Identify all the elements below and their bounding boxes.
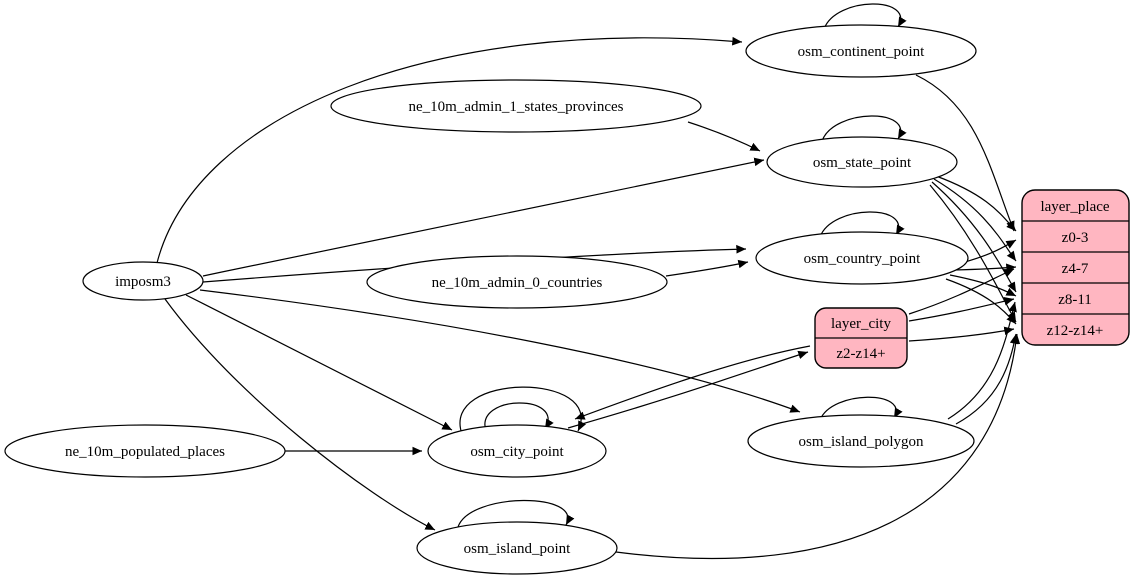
selfloop-osm_country_point (819, 211, 905, 238)
edge-osm_country_point-layer_place-z12-z14 (945, 278, 1017, 325)
layer_place-row-z0-3: z0-3 (1062, 230, 1089, 246)
edge-layer_city-layer_place-z4-7 (908, 268, 1015, 315)
node-osm_island_polygon: osm_island_polygon (747, 414, 975, 468)
ne_10m_admin_1_states_provinces-label: ne_10m_admin_1_states_provinces (409, 99, 624, 115)
osm_country_point-shape (755, 231, 969, 285)
osm_island_polygon-label: osm_island_polygon (798, 434, 924, 450)
record-layer_city: layer_city z2-z14+ (814, 307, 908, 369)
edge-imposm3-osm_city_point (185, 294, 453, 431)
edge-osm_state_point-layer_place-z0-3 (935, 175, 1017, 232)
osm_island_polygon-shape (747, 414, 975, 468)
edge-imposm3-osm_island_point (164, 298, 436, 531)
record-layer_place: layer_place z0-3 z4-7 z8-11 z12-z14+ (1021, 189, 1130, 346)
osm_island_point-shape (416, 521, 618, 575)
ne_10m_populated_places-label: ne_10m_populated_places (65, 444, 225, 460)
edge-layer_city-layer_place-z12-z14 (908, 326, 1015, 342)
osm_city_point-label: osm_city_point (470, 444, 564, 460)
edge-imposm3-osm_island_polygon (199, 289, 801, 413)
ne_10m_admin_0_countries-label: ne_10m_admin_0_countries (432, 275, 603, 291)
edge-ne_10m_admin_1_states_provinces-osm_state_point (687, 121, 761, 152)
edge-osm_city_point-layer_city-z2-z14 (567, 350, 809, 429)
edge-layer_city-osm_city_point (574, 345, 811, 420)
edges-layer (156, 3, 1021, 559)
selfloop-osm_city_point-outer (459, 386, 587, 435)
edge-osm_island_polygon-layer_place-z12-z14 (955, 333, 1019, 425)
layer_place-title: layer_place (1040, 199, 1109, 215)
selfloop-osm_continent_point (823, 3, 907, 30)
osm_country_point-label: osm_country_point (804, 251, 921, 267)
node-ne_10m_admin_0_countries: ne_10m_admin_0_countries (366, 255, 668, 309)
layer_city-title: layer_city (831, 316, 891, 332)
node-ne_10m_populated_places: ne_10m_populated_places (4, 424, 286, 478)
node-osm_state_point: osm_state_point (766, 136, 958, 188)
node-osm_city_point: osm_city_point (427, 424, 607, 478)
layer_city-row-z2-z14: z2-z14+ (836, 346, 885, 362)
ne_10m_admin_1_states_provinces-shape (330, 79, 702, 133)
osm_island_point-label: osm_island_point (464, 541, 572, 557)
imposm3-shape (82, 261, 204, 301)
osm_city_point-shape (427, 424, 607, 478)
edge-osm_country_point-layer_place-z8-11 (949, 274, 1017, 297)
layer_place-box (1021, 189, 1130, 346)
selfloop-osm_state_point (821, 115, 907, 142)
imposm3-label: imposm3 (115, 274, 171, 290)
node-osm_continent_point: osm_continent_point (745, 24, 977, 78)
selfloop-osm_island_point (457, 499, 575, 528)
edge-ne_10m_admin_0_countries-osm_country_point (665, 259, 749, 277)
node-osm_country_point: osm_country_point (755, 231, 969, 285)
osm_state_point-shape (766, 136, 958, 188)
osm_state_point-label: osm_state_point (813, 155, 912, 171)
osm_continent_point-label: osm_continent_point (798, 44, 925, 60)
node-imposm3: imposm3 (82, 261, 204, 301)
selfloop-osm_island_polygon (819, 396, 903, 421)
ne_10m_admin_0_countries-shape (366, 255, 668, 309)
ne_10m_populated_places-shape (4, 424, 286, 478)
layer_place-row-z8-11: z8-11 (1058, 292, 1092, 308)
layer_place-row-z12-z14: z12-z14+ (1047, 323, 1104, 339)
edge-osm_country_point-layer_place-z4-7 (953, 263, 1017, 273)
edge-osm_island_point-layer_place-z12-z14 (615, 333, 1021, 559)
edge-osm_state_point-layer_place-z8-11 (931, 181, 1017, 293)
edge-osm_state_point-layer_place-z4-7 (933, 178, 1017, 262)
edge-osm_island_polygon-layer_place-z8-11 (947, 301, 1017, 420)
layer_place-row-z4-7: z4-7 (1062, 261, 1089, 277)
edge-layer_city-layer_place-z8-11 (908, 296, 1015, 322)
edge-osm_continent_point-layer_place-z0-3 (915, 74, 1015, 232)
node-osm_island_point: osm_island_point (416, 521, 618, 575)
osm_continent_point-shape (745, 24, 977, 78)
selfloop-osm_city_point-inner (484, 402, 554, 432)
node-ne_10m_admin_1_states_provinces: ne_10m_admin_1_states_provinces (330, 79, 702, 133)
edge-imposm3-osm_continent_point (156, 36, 743, 264)
